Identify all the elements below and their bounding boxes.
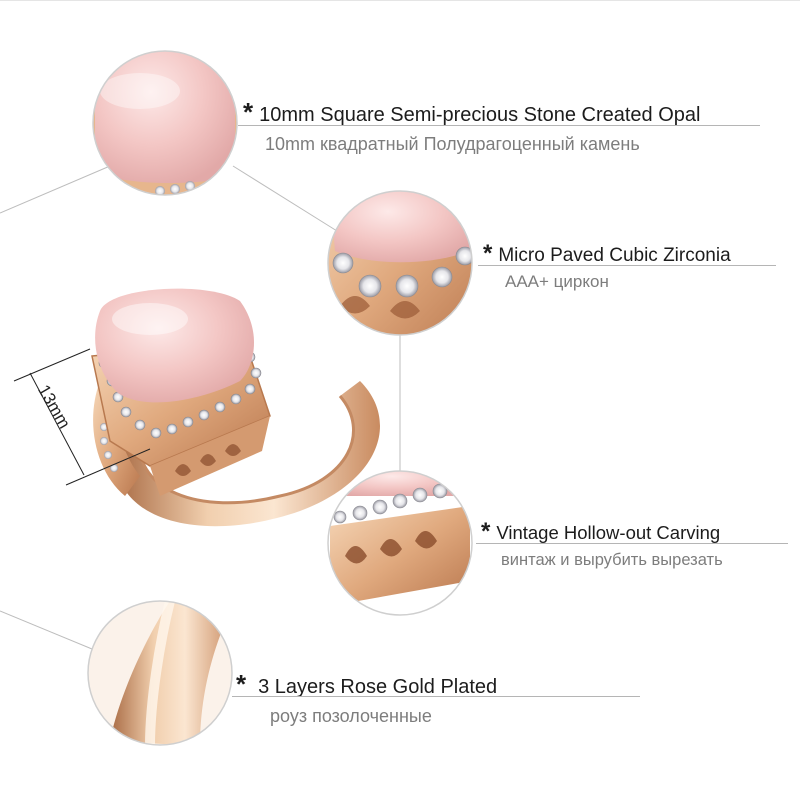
feature-zirconia: *Micro Paved Cubic Zirconia AAA+ циркон bbox=[483, 240, 731, 292]
bullet-star: * bbox=[481, 518, 491, 545]
underline-rule bbox=[232, 696, 640, 697]
feature-subtitle: роуз позолоченные bbox=[270, 706, 432, 726]
connector-lines bbox=[0, 165, 401, 650]
zirconia-closeup bbox=[327, 190, 473, 336]
ring-head bbox=[91, 288, 271, 496]
bullet-star: * bbox=[236, 669, 247, 699]
feature-subtitle: 10mm квадратный Полудрагоценный камень bbox=[265, 134, 640, 154]
opal-stone-closeup bbox=[92, 50, 238, 196]
band-closeup bbox=[87, 600, 233, 746]
bullet-star: * bbox=[483, 240, 493, 267]
underline-rule bbox=[478, 265, 776, 266]
ring-band bbox=[114, 381, 380, 527]
underline-rule bbox=[476, 543, 788, 544]
feature-title: Micro Paved Cubic Zirconia bbox=[498, 245, 731, 266]
feature-title: 3 Layers Rose Gold Plated bbox=[258, 676, 498, 698]
feature-rose-gold: * 3 Layers Rose Gold Plated роуз позолоче… bbox=[236, 669, 497, 727]
feature-subtitle: винтаж и вырубить вырезать bbox=[501, 551, 723, 569]
feature-title: 10mm Square Semi-precious Stone Created … bbox=[259, 104, 701, 126]
feature-carving: *Vintage Hollow-out Carving винтаж и выр… bbox=[481, 518, 723, 570]
feature-title: Vintage Hollow-out Carving bbox=[496, 522, 721, 543]
underline-rule bbox=[238, 125, 760, 126]
bullet-star: * bbox=[243, 97, 254, 127]
carving-closeup bbox=[327, 470, 473, 616]
feature-subtitle: AAA+ циркон bbox=[505, 272, 609, 291]
dimension-lines bbox=[13, 348, 151, 486]
feature-opal: *10mm Square Semi-precious Stone Created… bbox=[243, 97, 700, 155]
